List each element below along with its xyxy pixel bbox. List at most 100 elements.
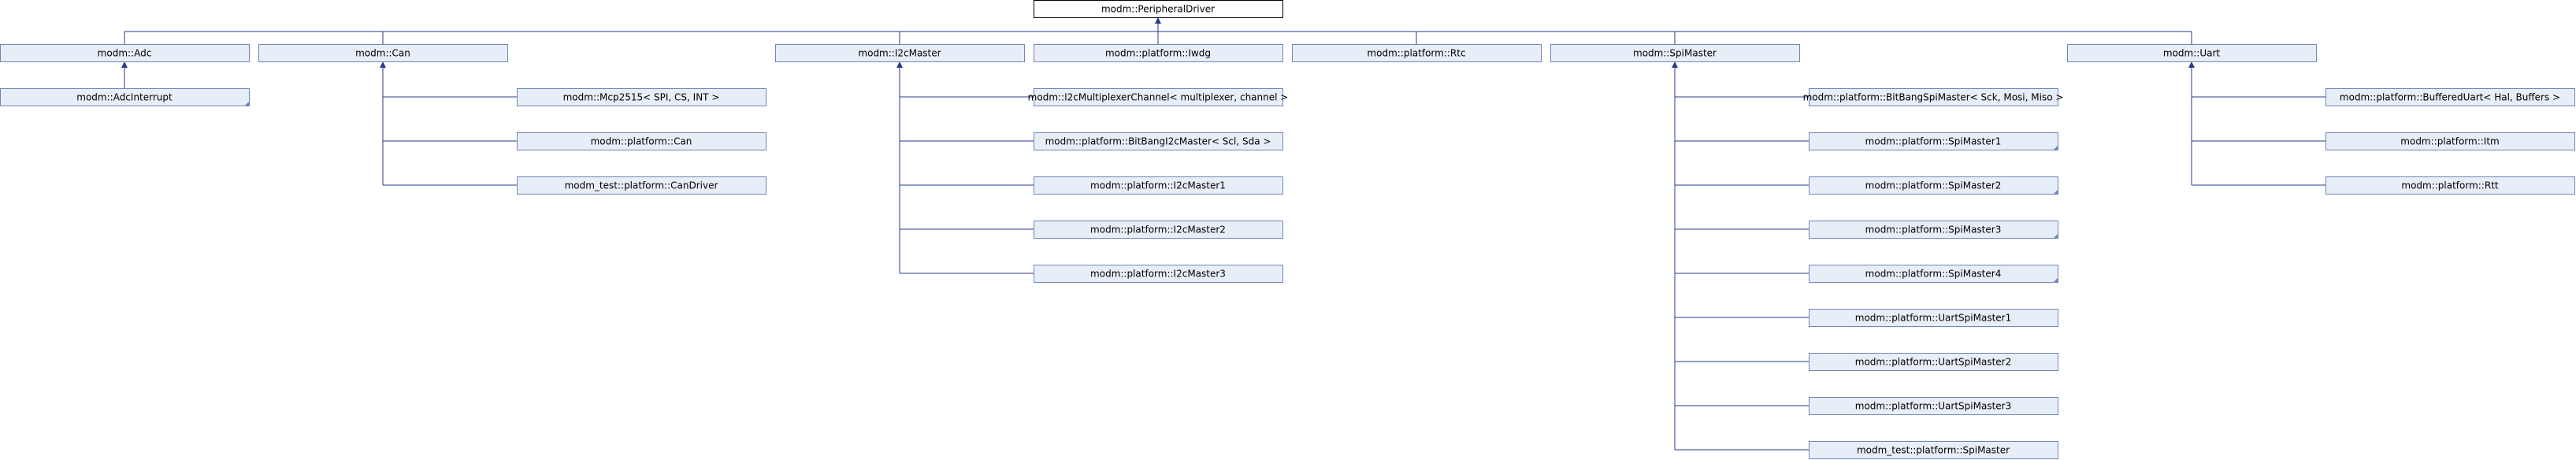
class-node-label: modm::platform::I2cMaster2: [1090, 224, 1226, 236]
class-node-label: modm::Uart: [2163, 48, 2220, 59]
class-node-box: [1809, 176, 2058, 195]
class-node-box: [1292, 44, 1542, 62]
class-node-i2c3[interactable]: modm::platform::I2cMaster3: [1034, 265, 1283, 283]
class-node-testcan[interactable]: modm_test::platform::CanDriver: [517, 176, 766, 195]
class-node-spi2[interactable]: modm::platform::SpiMaster2: [1809, 176, 2058, 195]
class-node-box: [258, 44, 508, 62]
class-node-box: [1809, 441, 2058, 459]
class-node-label: modm::platform::SpiMaster4: [1865, 269, 2002, 280]
class-node-box: [775, 44, 1025, 62]
class-node-box: [1550, 44, 1800, 62]
class-node-uart[interactable]: modm::Uart: [2067, 44, 2317, 62]
can-arrowhead: [380, 61, 386, 68]
class-node-bbspi[interactable]: modm::platform::BitBangSpiMaster< Sck, M…: [1803, 88, 2064, 106]
class-node-label: modm_test::platform::CanDriver: [565, 180, 718, 191]
class-node-label: modm::platform::Rtc: [1367, 48, 1465, 59]
class-node-label: modm::Can: [355, 48, 410, 59]
class-node-label: modm::platform::SpiMaster2: [1865, 180, 2002, 191]
class-node-box: [1809, 88, 2058, 106]
class-node-box: [1809, 221, 2058, 239]
class-node-box: [1034, 44, 1283, 62]
class-node-label: modm::platform::I2cMaster1: [1090, 180, 1226, 191]
class-node-box: [2325, 88, 2575, 106]
class-node-can[interactable]: modm::Can: [258, 44, 508, 62]
class-node-label: modm::I2cMaster: [858, 48, 941, 59]
class-node-box: [517, 176, 766, 195]
class-node-label: modm::platform::Iwdg: [1105, 48, 1211, 59]
class-node-box: [1809, 353, 2058, 371]
class-node-label: modm::platform::BufferedUart< Hal, Buffe…: [2340, 92, 2560, 103]
class-node-label: modm::platform::I2cMaster3: [1090, 269, 1226, 280]
class-node-box: [1809, 397, 2058, 415]
root-arrowhead: [1155, 17, 1161, 24]
truncation-corner-icon: [2054, 146, 2058, 150]
class-node-box: [1034, 132, 1283, 150]
class-node-label: modm::Mcp2515< SPI, CS, INT >: [563, 92, 720, 103]
class-node-label: modm::PeripheralDriver: [1101, 4, 1215, 15]
class-node-spi[interactable]: modm::SpiMaster: [1550, 44, 1800, 62]
class-node-rtt[interactable]: modm::platform::Rtt: [2325, 176, 2575, 195]
class-node-platcan[interactable]: modm::platform::Can: [517, 132, 766, 150]
edges-layer: [121, 17, 2325, 451]
class-node-box: [517, 132, 766, 150]
class-node-label: modm::I2cMultiplexerChannel< multiplexer…: [1028, 92, 1289, 103]
class-node-label: modm::platform::UartSpiMaster2: [1855, 357, 2011, 368]
class-node-adc[interactable]: modm::Adc: [0, 44, 250, 62]
class-node-mcp2515[interactable]: modm::Mcp2515< SPI, CS, INT >: [517, 88, 766, 106]
class-node-box: [0, 44, 250, 62]
class-node-i2c[interactable]: modm::I2cMaster: [775, 44, 1025, 62]
class-node-iwdg[interactable]: modm::platform::Iwdg: [1034, 44, 1283, 62]
class-node-uspi2[interactable]: modm::platform::UartSpiMaster2: [1809, 353, 2058, 371]
class-node-uspi3[interactable]: modm::platform::UartSpiMaster3: [1809, 397, 2058, 415]
class-node-spi4[interactable]: modm::platform::SpiMaster4: [1809, 265, 2058, 283]
truncation-corner-icon: [2054, 278, 2058, 282]
class-node-i2cmux[interactable]: modm::I2cMultiplexerChannel< multiplexer…: [1028, 88, 1289, 106]
class-node-label: modm::platform::UartSpiMaster1: [1855, 313, 2011, 324]
class-node-box: [1034, 0, 1283, 18]
class-node-root[interactable]: modm::PeripheralDriver: [1034, 0, 1283, 18]
spi-arrowhead: [1672, 61, 1678, 68]
adc-arrowhead: [121, 61, 128, 68]
class-node-spi3[interactable]: modm::platform::SpiMaster3: [1809, 221, 2058, 239]
class-node-label: modm::platform::UartSpiMaster3: [1855, 401, 2011, 412]
class-node-uspi1[interactable]: modm::platform::UartSpiMaster1: [1809, 309, 2058, 327]
class-node-box: [0, 88, 250, 106]
class-node-label: modm_test::platform::SpiMaster: [1857, 445, 2010, 456]
class-node-bbi2c[interactable]: modm::platform::BitBangI2cMaster< Scl, S…: [1034, 132, 1283, 150]
class-node-box: [1809, 309, 2058, 327]
class-node-adcint[interactable]: modm::AdcInterrupt: [0, 88, 250, 106]
class-node-label: modm::platform::Itm: [2400, 136, 2499, 147]
class-node-box: [1034, 176, 1283, 195]
class-node-i2c2[interactable]: modm::platform::I2cMaster2: [1034, 221, 1283, 239]
truncation-corner-icon: [2054, 190, 2058, 194]
class-node-spi1[interactable]: modm::platform::SpiMaster1: [1809, 132, 2058, 150]
class-node-box: [1034, 265, 1283, 283]
class-node-testspi[interactable]: modm_test::platform::SpiMaster: [1809, 441, 2058, 459]
class-node-rtc[interactable]: modm::platform::Rtc: [1292, 44, 1542, 62]
uart-arrowhead: [2188, 61, 2195, 68]
class-node-box: [2325, 176, 2575, 195]
class-node-buart[interactable]: modm::platform::BufferedUart< Hal, Buffe…: [2325, 88, 2575, 106]
class-node-box: [1809, 132, 2058, 150]
class-node-box: [1809, 265, 2058, 283]
class-node-label: modm::platform::Can: [591, 136, 692, 147]
class-node-label: modm::platform::Rtt: [2401, 180, 2499, 191]
class-node-i2c1[interactable]: modm::platform::I2cMaster1: [1034, 176, 1283, 195]
class-node-label: modm::platform::SpiMaster3: [1865, 224, 2002, 236]
class-node-box: [1034, 88, 1283, 106]
class-node-label: modm::platform::BitBangI2cMaster< Scl, S…: [1045, 136, 1271, 147]
class-node-box: [2067, 44, 2317, 62]
class-node-label: modm::SpiMaster: [1633, 48, 1717, 59]
class-node-box: [1034, 221, 1283, 239]
class-node-box: [517, 88, 766, 106]
class-node-label: modm::AdcInterrupt: [76, 92, 173, 103]
class-node-itm[interactable]: modm::platform::Itm: [2325, 132, 2575, 150]
truncation-corner-icon: [2054, 234, 2058, 238]
class-node-box: [2325, 132, 2575, 150]
i2c-arrowhead: [896, 61, 903, 68]
class-node-label: modm::Adc: [98, 48, 152, 59]
class-node-label: modm::platform::BitBangSpiMaster< Sck, M…: [1803, 92, 2064, 103]
class-node-label: modm::platform::SpiMaster1: [1865, 136, 2002, 147]
